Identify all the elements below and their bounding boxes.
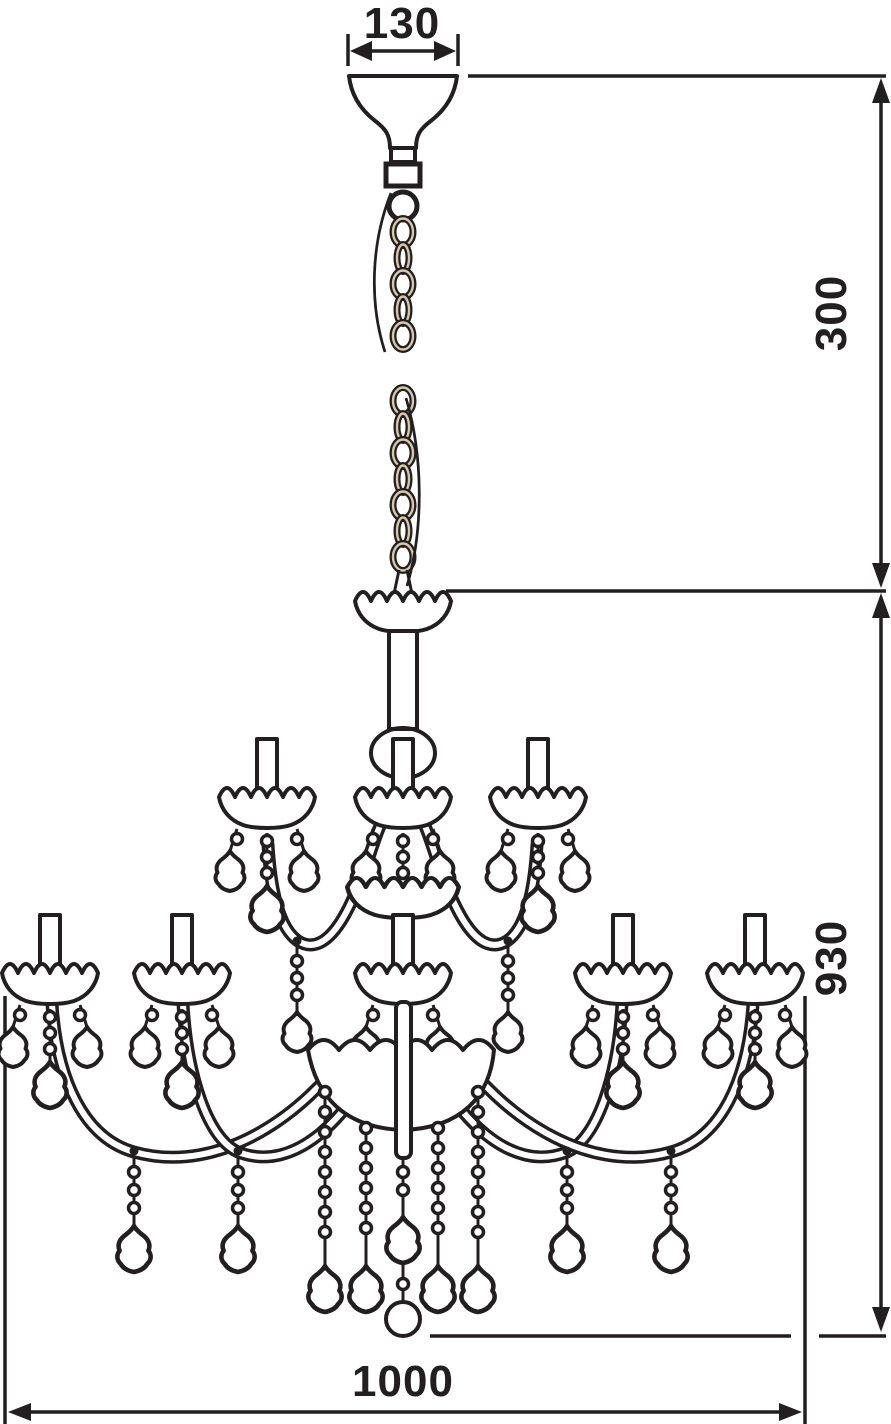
lower-tier-bobeches [0, 913, 809, 1108]
crystal-drop [461, 1266, 494, 1312]
power-cable-lower [404, 397, 421, 587]
bobeche [353, 962, 453, 1006]
arrow-up-icon [872, 78, 890, 103]
dimension-body-height: 930 [430, 589, 890, 1338]
crystal-drop [421, 1266, 454, 1312]
crystal-drop [654, 1226, 687, 1272]
bobeche [705, 962, 805, 1006]
dim-130-lines [346, 34, 460, 66]
bobeche [353, 786, 453, 830]
crystal-drop [491, 1010, 525, 1054]
dimension-body-width: 1000 [3, 996, 807, 1424]
arrow-up-icon [872, 593, 890, 618]
center-stem [394, 1000, 413, 1160]
arrow-down-icon [872, 1307, 890, 1332]
power-cable [372, 192, 393, 353]
crystal-drop [775, 1025, 809, 1069]
dim-label-930: 930 [807, 920, 856, 996]
crystal-drop [117, 1226, 150, 1272]
chain-hook [392, 569, 414, 595]
crystal-drop [221, 1226, 254, 1272]
bobeche [217, 786, 317, 830]
crystal-drop [701, 1025, 735, 1069]
chain-connector [383, 161, 423, 189]
crystal-drop [643, 1025, 677, 1069]
crystal-drop [70, 1025, 104, 1069]
bottom-bowl-assembly [306, 1000, 495, 1338]
dimension-suspension-height: 300 [468, 74, 890, 588]
upper-tier-bobeches [213, 737, 592, 932]
arrow-down-icon [872, 563, 890, 588]
bobeche [132, 962, 232, 1006]
upper-arm-pendant-strings [280, 936, 525, 1054]
top-bobeche [353, 590, 453, 634]
bobeche [488, 786, 588, 830]
crystal-drop [128, 1025, 162, 1069]
lower-arm-pendant-strings [117, 1146, 687, 1273]
middle-bowl [347, 878, 458, 975]
crystal-drop [202, 1025, 236, 1069]
crystal-drop [550, 1226, 583, 1272]
dim-label-130: 130 [364, 0, 440, 48]
center-column [387, 629, 419, 731]
chain-upper [393, 219, 413, 350]
crystal-drop [349, 1266, 382, 1312]
crystal-drop [287, 849, 321, 893]
arrow-left-icon [8, 1403, 31, 1421]
crystal-drop [386, 1217, 419, 1263]
crystal-drop [558, 849, 592, 893]
dimension-top-width: 130 [346, 0, 460, 66]
crystal-drop [213, 849, 247, 893]
crystal-drop [569, 1025, 603, 1069]
dim-label-300: 300 [807, 275, 856, 351]
bobeche [0, 962, 100, 1006]
middle-bobeche [347, 878, 458, 918]
crystal-drop [484, 849, 518, 893]
arrow-right-icon [779, 1403, 802, 1421]
finial-ball [384, 1300, 422, 1338]
bobeche [573, 962, 673, 1006]
arrow-left-icon [350, 41, 372, 61]
arrow-right-icon [434, 41, 456, 61]
chain-lower [392, 388, 421, 595]
canopy-bell [347, 74, 459, 150]
dim-label-1000: 1000 [352, 1357, 454, 1406]
ceiling-canopy [347, 74, 459, 353]
crystal-drop [308, 1266, 341, 1312]
canopy-neck [389, 146, 417, 164]
crystal-drop [280, 1010, 314, 1054]
extension-lines-vertical [3, 996, 807, 1424]
